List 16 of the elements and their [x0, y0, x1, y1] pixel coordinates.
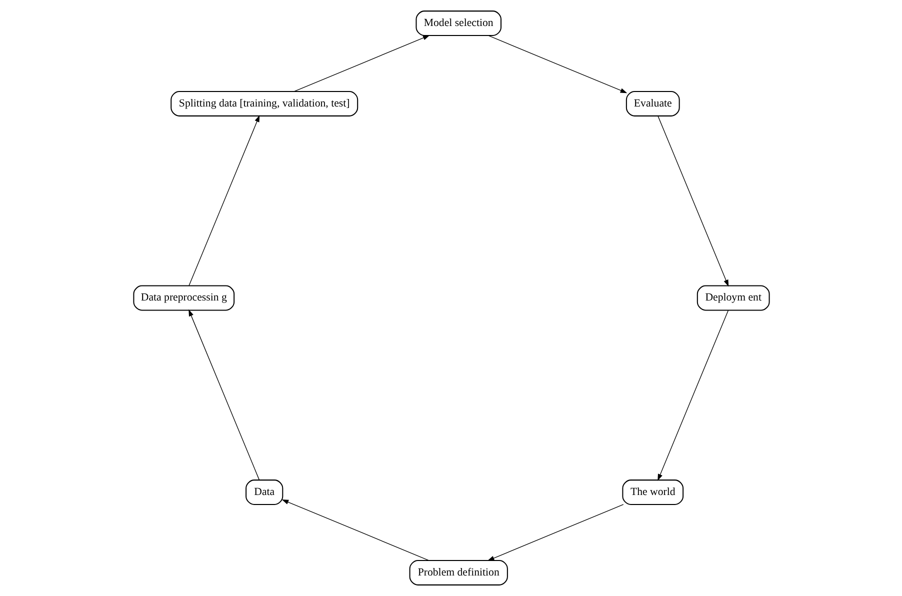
arrow	[657, 310, 728, 481]
node-box: Model selection	[415, 10, 501, 36]
node-box: Data	[245, 480, 283, 505]
arrow	[657, 116, 728, 287]
arrow	[281, 499, 429, 561]
arrow	[486, 504, 624, 561]
arrow	[188, 309, 260, 480]
node-box: Evaluate	[625, 91, 680, 116]
arrow	[487, 35, 627, 94]
node-box: Problem definition	[408, 560, 508, 586]
arrow	[293, 35, 430, 92]
node-box: The world	[622, 480, 684, 505]
arrow	[188, 115, 260, 286]
node-box: Deploym ent	[696, 285, 770, 311]
node-box: Splitting data [training, validation, test]	[170, 91, 358, 116]
node-box: Data preprocessin g	[132, 285, 234, 311]
